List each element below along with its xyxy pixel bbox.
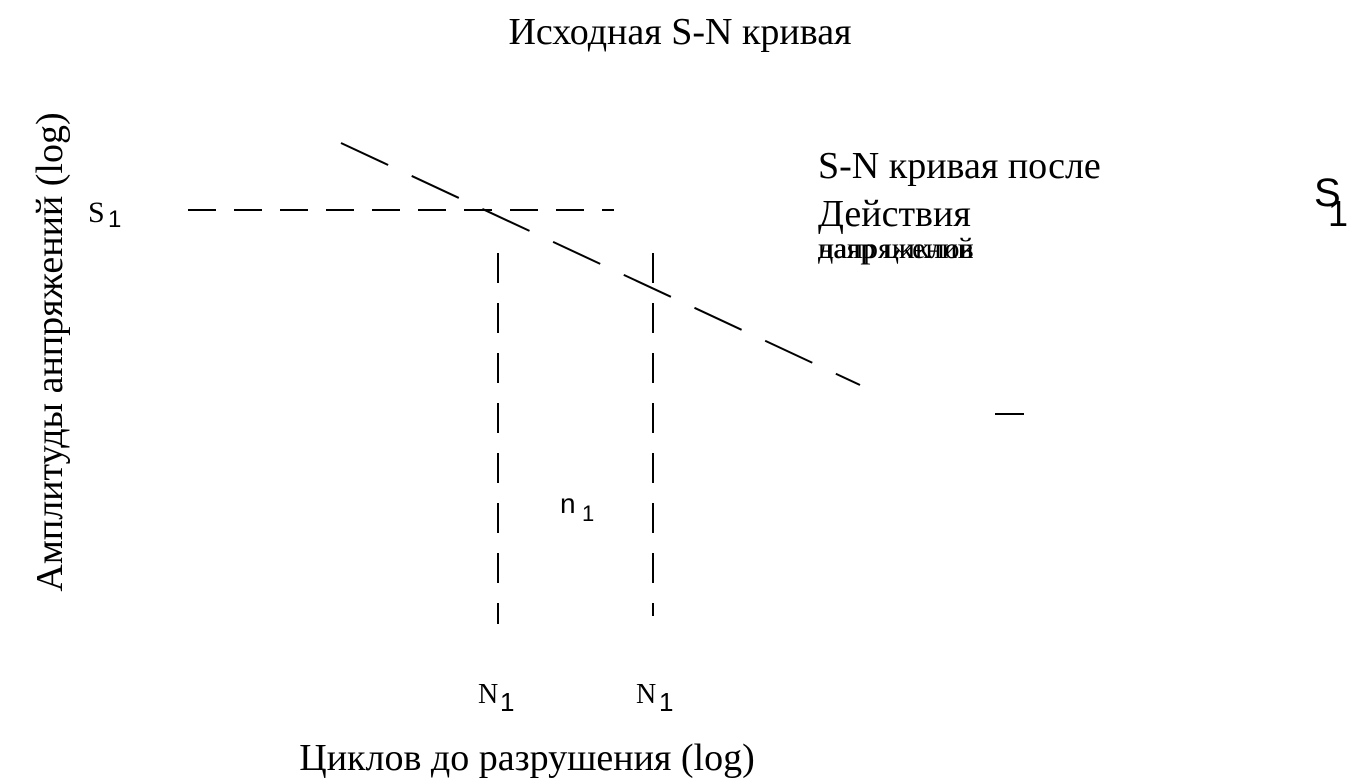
stress-level-right-main: S — [1314, 171, 1341, 215]
stress-level-right-sub: 1 — [1328, 193, 1348, 234]
applied-cycles-sub: 1 — [582, 501, 594, 526]
curve-after-label: S-N кривая после Действия напряжений дая… — [818, 145, 1101, 265]
stress-level-sub: 1 — [108, 206, 121, 233]
curve-label-line3a: напряжений — [818, 232, 974, 265]
cycles-left-sub: 1 — [500, 687, 514, 717]
diagram-title: Исходная S-N кривая — [508, 11, 851, 53]
cycles-right-sub: 1 — [659, 687, 673, 717]
applied-cycles-main: n — [560, 488, 576, 519]
cycles-left-label: N 1 — [478, 679, 514, 717]
cycles-left-main: N — [478, 679, 498, 710]
stress-level-main: S — [88, 196, 105, 229]
y-axis-label: Амплитуды анпряжений (log) — [29, 112, 71, 591]
stress-level-label: S 1 — [88, 196, 121, 233]
stress-level-right-label: S 1 — [1314, 171, 1348, 234]
cycles-right-label: N 1 — [636, 679, 673, 717]
curve-label-line1: S-N кривая после — [818, 145, 1101, 187]
cycles-right-main: N — [636, 679, 656, 710]
curve-label-line3b: даяр циклов — [818, 232, 974, 265]
curve-label-line2: Действия — [818, 193, 971, 235]
sn-curve-line — [340, 142, 861, 386]
applied-cycles-label: n 1 — [560, 488, 594, 526]
x-axis-label: Циклов до разрушения (log) — [299, 737, 755, 779]
